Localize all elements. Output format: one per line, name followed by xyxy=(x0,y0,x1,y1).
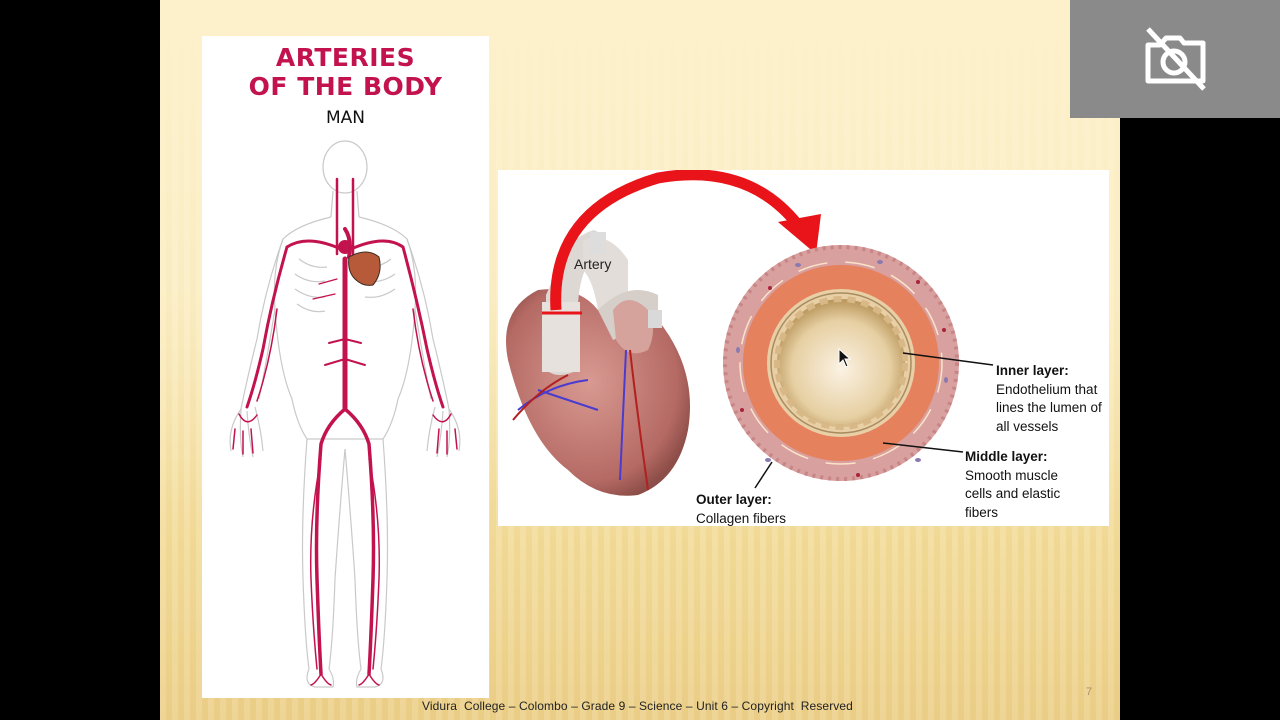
outer-layer-line: Collagen fibers xyxy=(696,510,787,526)
arteries-of-body-image: ARTERIES OF THE BODY MAN xyxy=(202,36,489,698)
middle-layer-line: Smooth muscle xyxy=(965,467,1059,483)
inner-layer-line: lines the lumen of xyxy=(996,400,1102,415)
image-subtitle: MAN xyxy=(325,108,365,128)
slide-page-number: 7 xyxy=(1086,686,1093,698)
heart-and-artery-diagram xyxy=(506,170,994,496)
middle-layer-line: cells and elastic xyxy=(965,486,1061,501)
human-arterial-system-figure xyxy=(229,140,461,688)
middle-layer-label: Middle layer: Smooth muscle cells and el… xyxy=(965,448,1060,522)
outer-layer-title: Outer layer: xyxy=(696,492,772,507)
inner-layer-line: all vessels xyxy=(996,418,1059,434)
middle-layer-title: Middle layer: xyxy=(965,449,1048,464)
presentation-slide: ARTERIES OF THE BODY MAN xyxy=(160,0,1120,720)
camera-off-icon xyxy=(1145,27,1206,91)
slide-footer: Vidura College – Colombo – Grade 9 – Sci… xyxy=(422,699,853,713)
artery-label: Artery xyxy=(574,256,612,272)
image-title-line2: OF THE BODY xyxy=(248,72,443,101)
camera-off-overlay[interactable] xyxy=(1070,0,1280,118)
artery-cross-section-image: Artery Inner layer: Endothelium that lin… xyxy=(498,170,1109,526)
inner-layer-line: Endothelium that xyxy=(996,381,1098,397)
outer-layer-label: Outer layer: Collagen fibers xyxy=(696,491,786,528)
mouse-cursor-icon xyxy=(838,348,852,368)
image-title-line1: ARTERIES xyxy=(275,43,416,72)
inner-layer-label: Inner layer: Endothelium that lines the … xyxy=(996,362,1102,436)
inner-layer-title: Inner layer: xyxy=(996,363,1069,378)
middle-layer-line: fibers xyxy=(965,504,999,520)
